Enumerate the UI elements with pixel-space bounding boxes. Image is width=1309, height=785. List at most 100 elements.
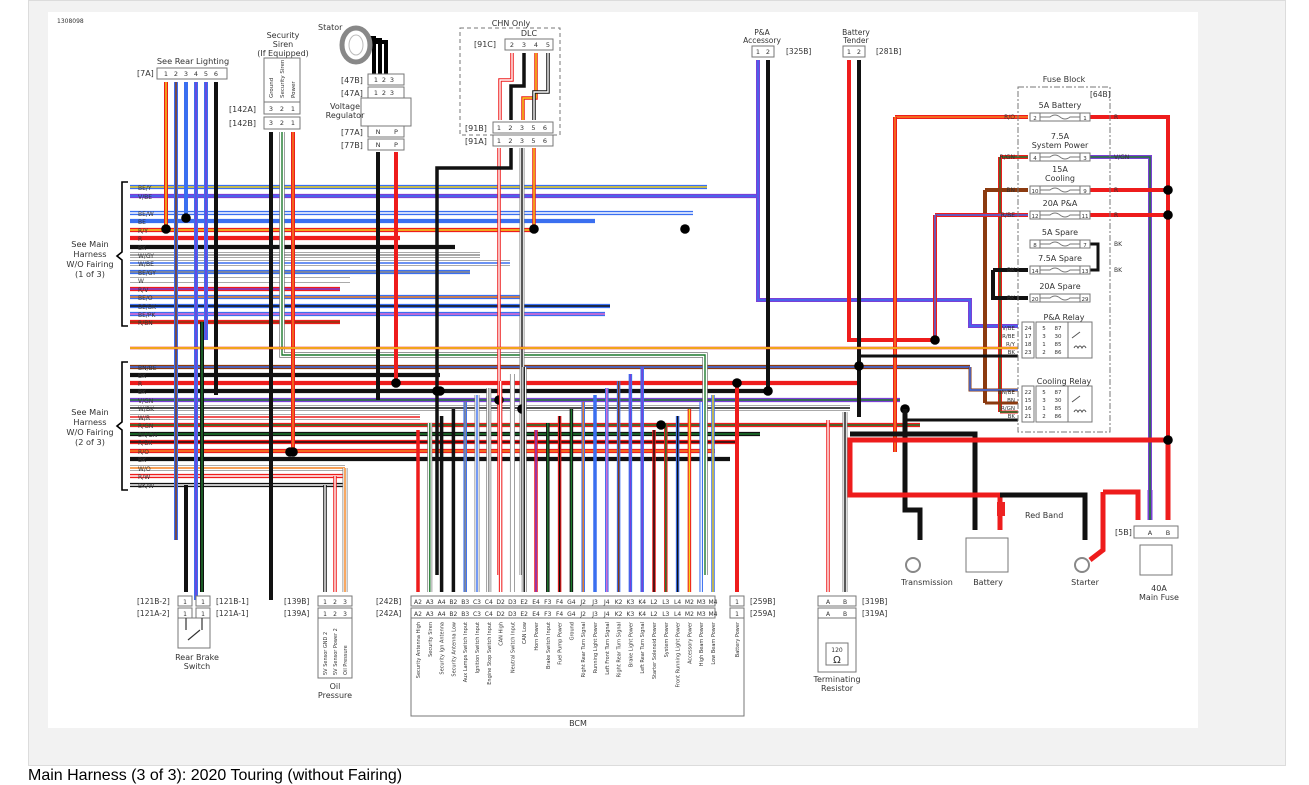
- harness1-label: See Main: [71, 239, 108, 249]
- bcm-pin: L2: [650, 599, 657, 606]
- fuse-icon: [1040, 212, 1080, 218]
- security-siren-pin-label: Security Siren: [280, 59, 286, 98]
- fuse-body: [1039, 210, 1081, 220]
- dlc-pin: 1: [497, 137, 501, 145]
- rear-brake-pin: 1: [201, 599, 205, 606]
- wire-tracer: [281, 132, 706, 575]
- relay-term: 86: [1055, 350, 1062, 356]
- security-siren-wire-W/GN: [279, 132, 708, 575]
- bcm-pin: K4: [638, 611, 646, 618]
- fuse-pin: 9: [1083, 189, 1087, 195]
- relay-pin: 17: [1025, 334, 1032, 340]
- oil-pressure-connector-id: [139B]: [284, 597, 309, 606]
- fuse-block-title: Fuse Block: [1043, 75, 1086, 84]
- dlc-pin: 5: [531, 124, 535, 132]
- splice-dot: [435, 386, 445, 396]
- main-fuse-connector: [1133, 525, 1179, 539]
- security-siren-connector-a: [263, 101, 301, 115]
- bcm-pin: L4: [674, 599, 681, 606]
- wire-body: [1000, 492, 1088, 540]
- bcm-pin: D3: [508, 611, 517, 618]
- bcm-pin-function: Brake Switch Input: [546, 622, 552, 669]
- wire-tracer: [533, 53, 549, 120]
- harness2-label: (2 of 3): [75, 437, 105, 447]
- harness2-wire-label: R/BK: [138, 440, 153, 447]
- bcm-title: BCM: [569, 719, 587, 728]
- harness1-label: (1 of 3): [75, 269, 105, 279]
- harness1-wire-label: V/BE: [138, 194, 152, 201]
- bcm-pin: E4: [532, 611, 540, 618]
- dlc-pin: 5: [546, 41, 550, 49]
- fuse-wire-label: R/BE: [1001, 212, 1015, 219]
- bcm-pin-function: Aux Lamps Switch Input: [463, 622, 469, 682]
- stator-pin: 3: [390, 89, 394, 97]
- bcm-pin: B3: [461, 599, 469, 606]
- rear-lighting-pin: 3: [184, 70, 188, 78]
- relay-coil-icon: [1071, 395, 1087, 414]
- fuse-wire-label: R: [1114, 114, 1118, 121]
- bcm-connector-b: [410, 595, 716, 607]
- battery-positive-R: [847, 437, 1168, 530]
- fuse-wire-label: BK: [1007, 295, 1016, 302]
- bcm-pin: J3: [591, 599, 598, 606]
- security-siren-title: Security: [267, 31, 300, 40]
- dlc-pin: 2: [508, 137, 512, 145]
- security-siren-connector-id: [142B]: [229, 119, 256, 128]
- relay-wire-label: R/Y: [1006, 342, 1016, 348]
- pa-accessory-wire-V/BE: [756, 60, 1018, 328]
- bcm-pin-function: Security Antenna Low: [451, 622, 457, 677]
- stator-connector-id: [47A]: [341, 89, 363, 98]
- stator-connector-b: [367, 73, 405, 86]
- wire-tracer: [969, 367, 1018, 391]
- bcm-pin: K2: [615, 611, 623, 618]
- bcm-pin-function: Low Beam Power: [711, 621, 717, 665]
- rear-brake-connector-id: [121A-1]: [216, 609, 249, 618]
- red-band-label: Red Band: [1025, 511, 1063, 520]
- stator-icon-inner: [348, 34, 364, 56]
- harness1-wire-label: BE/O: [138, 295, 153, 302]
- wire-body: [991, 270, 1028, 300]
- rear-brake-connector-id: [121B-1]: [216, 597, 249, 606]
- terminating-resistor-connector-id: [319A]: [862, 609, 887, 618]
- main-fuse-R: [1103, 489, 1141, 520]
- security-siren-pin: 1: [291, 105, 295, 113]
- voltage-regulator-title: Regulator: [326, 111, 365, 120]
- rear-lighting-title: See Rear Lighting: [157, 56, 229, 66]
- battery-tender-title: Battery: [842, 28, 870, 37]
- oil-pressure-pin: 3: [343, 599, 347, 606]
- fuse-icon: [1040, 241, 1080, 247]
- relay-term: 2: [1042, 414, 1046, 420]
- fuse-wire-label: R: [1114, 212, 1118, 219]
- bcm-pin-function: Security Ign Antenna: [440, 622, 446, 675]
- main-fuse-pin: A: [1148, 529, 1153, 537]
- bcm-pin: 1: [735, 611, 739, 618]
- wire-body: [435, 148, 513, 575]
- battery-icon: [965, 537, 1009, 573]
- dlc-wire-BK: [435, 148, 513, 575]
- relay-term: 3: [1042, 334, 1046, 340]
- relay-pin: 21: [1025, 414, 1032, 420]
- fuse-pin: 3: [1083, 156, 1087, 162]
- dlc-pin: 2: [510, 41, 514, 49]
- fuse-pin: 8: [1033, 243, 1037, 249]
- bcm-connector-a: [410, 607, 716, 619]
- harness1-wire-label: R/Y: [138, 228, 148, 235]
- dlc-connector-id: [91A]: [465, 137, 487, 146]
- fuse-label: 7.5A Spare: [1038, 254, 1082, 263]
- relay-term: 1: [1042, 342, 1046, 348]
- fuse-block-border: [1017, 86, 1111, 433]
- relay-wire-label: BK: [1008, 350, 1016, 356]
- battery-label: Battery: [973, 578, 1003, 587]
- harness2-wire-label: R: [138, 381, 142, 388]
- ground-transmission-BK: [902, 409, 923, 540]
- battery-tender-wire-R: [847, 60, 935, 342]
- harness2-label: See Main: [71, 407, 108, 417]
- bcm-battery-connector-a: [729, 607, 745, 619]
- bcm-pin: K3: [627, 599, 635, 606]
- switch-icon: [185, 618, 203, 641]
- rear-brake-label: Rear Brake: [175, 653, 219, 662]
- bcm-pin: M4: [709, 611, 718, 618]
- bcm-pin: L4: [674, 611, 681, 618]
- harness2-wire-label: BK: [138, 457, 147, 464]
- fuse-icon: [1040, 154, 1080, 160]
